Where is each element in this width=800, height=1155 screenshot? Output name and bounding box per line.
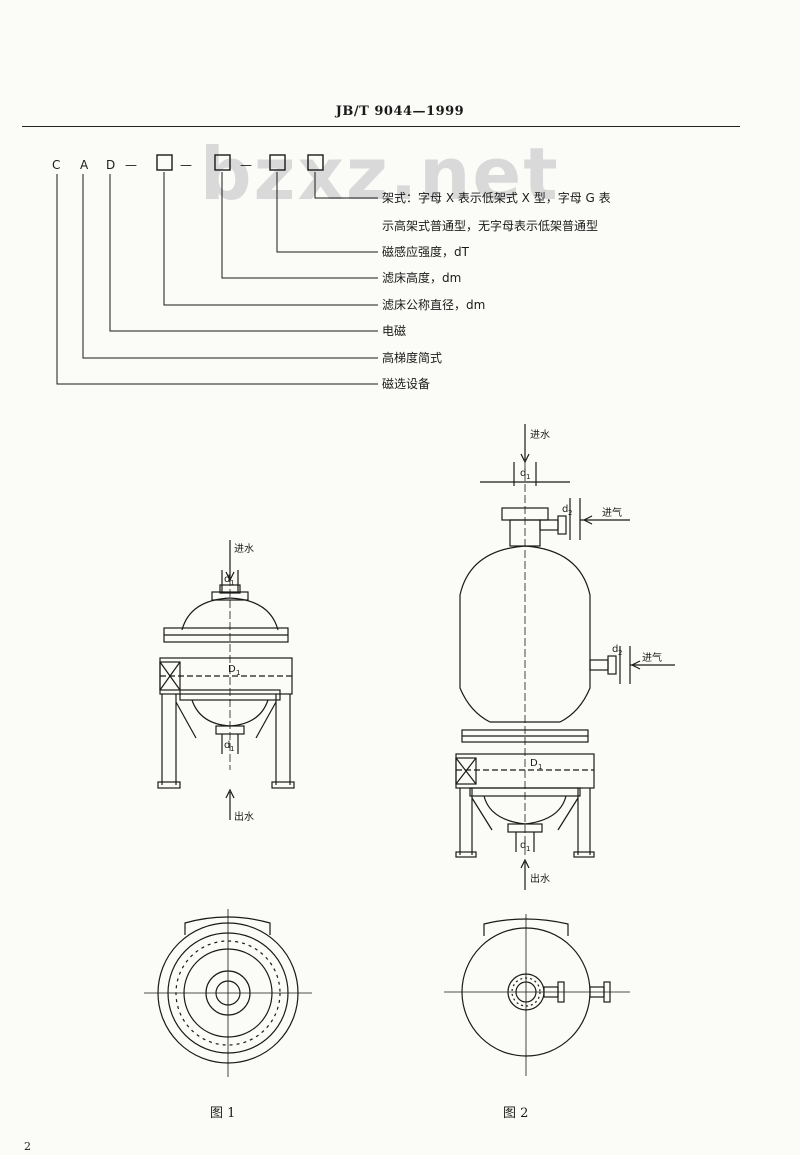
desc-frame-line1: 架式：字母 X 表示低架式 X 型，字母 G 表 xyxy=(382,190,611,205)
desc-electromagnetic: 电磁 xyxy=(382,323,406,338)
fig1-d2-sub: 1 xyxy=(230,745,234,753)
fig1-d1-label: d xyxy=(224,574,230,585)
fig1-D-label: D xyxy=(228,664,236,675)
code-dash-2: — xyxy=(180,158,192,172)
desc-high-gradient: 高梯度简式 xyxy=(382,350,442,365)
fig2-d3-sub: 2 xyxy=(618,649,622,657)
fig2-d4-sub: 1 xyxy=(526,845,530,853)
header-rule xyxy=(22,126,740,127)
fig2-d1-sub: 1 xyxy=(526,473,530,481)
desc-magnetic-separator: 磁选设备 xyxy=(382,376,430,391)
fig2-air-in-side-label: 进气 xyxy=(642,651,662,664)
code-dash-1: — xyxy=(125,158,137,172)
fig2-d3-label: d xyxy=(612,644,618,655)
figure-2-plan xyxy=(444,914,630,1076)
fig2-d1-label: d xyxy=(520,468,526,479)
standard-header: JB/T 9044—1999 xyxy=(335,104,465,119)
fig2-d4-label: d xyxy=(520,840,526,851)
figure-1-plan xyxy=(144,909,312,1077)
fig2-D-sub: 1 xyxy=(538,763,542,771)
fig1-d2-label: d xyxy=(224,740,230,751)
fig2-d2-label: d xyxy=(562,504,568,515)
desc-bed-height: 滤床高度，dm xyxy=(382,270,461,285)
figure-2-caption: 图 2 xyxy=(503,1106,529,1121)
fig2-outlet-label: 出水 xyxy=(530,872,550,885)
fig1-outlet-label: 出水 xyxy=(234,810,254,823)
code-letter-d: D xyxy=(106,158,115,172)
desc-induction: 磁感应强度，dT xyxy=(382,244,470,259)
code-box-height xyxy=(214,154,231,171)
figure-2-elevation: 进水 d 1 d 2 进气 d 2 进气 D 1 d 1 出水 xyxy=(455,424,675,890)
fig2-inlet-label: 进水 xyxy=(530,429,550,441)
code-letter-a: A xyxy=(80,158,89,172)
watermark: bzxz.net xyxy=(200,132,560,216)
fig1-inlet-label: 进水 xyxy=(234,543,254,555)
figure-1-elevation: 进水 d 1 D 1 d 1 出水 xyxy=(157,540,295,823)
figure-1-caption: 图 1 xyxy=(210,1106,236,1121)
fig1-D-sub: 1 xyxy=(236,669,240,677)
code-box-diameter xyxy=(156,154,173,171)
code-box-frame xyxy=(307,154,324,171)
fig1-d1-sub: 1 xyxy=(230,579,234,587)
desc-bed-diameter: 滤床公称直径，dm xyxy=(382,298,485,312)
code-letter-c: C xyxy=(52,158,60,172)
fig2-d2-sub: 2 xyxy=(568,509,572,517)
model-code-diagram: C A D — — — 架式：字母 X 表示低架式 X 型，字母 G 表 示高架… xyxy=(52,154,611,391)
page-number: 2 xyxy=(24,1140,31,1153)
code-dash-3: — xyxy=(240,158,252,172)
fig2-D-label: D xyxy=(530,758,538,769)
code-box-induction xyxy=(269,154,286,171)
desc-frame-line2: 示高架式普通型，无字母表示低架普通型 xyxy=(382,218,598,233)
fig2-air-in-top-label: 进气 xyxy=(602,506,622,519)
